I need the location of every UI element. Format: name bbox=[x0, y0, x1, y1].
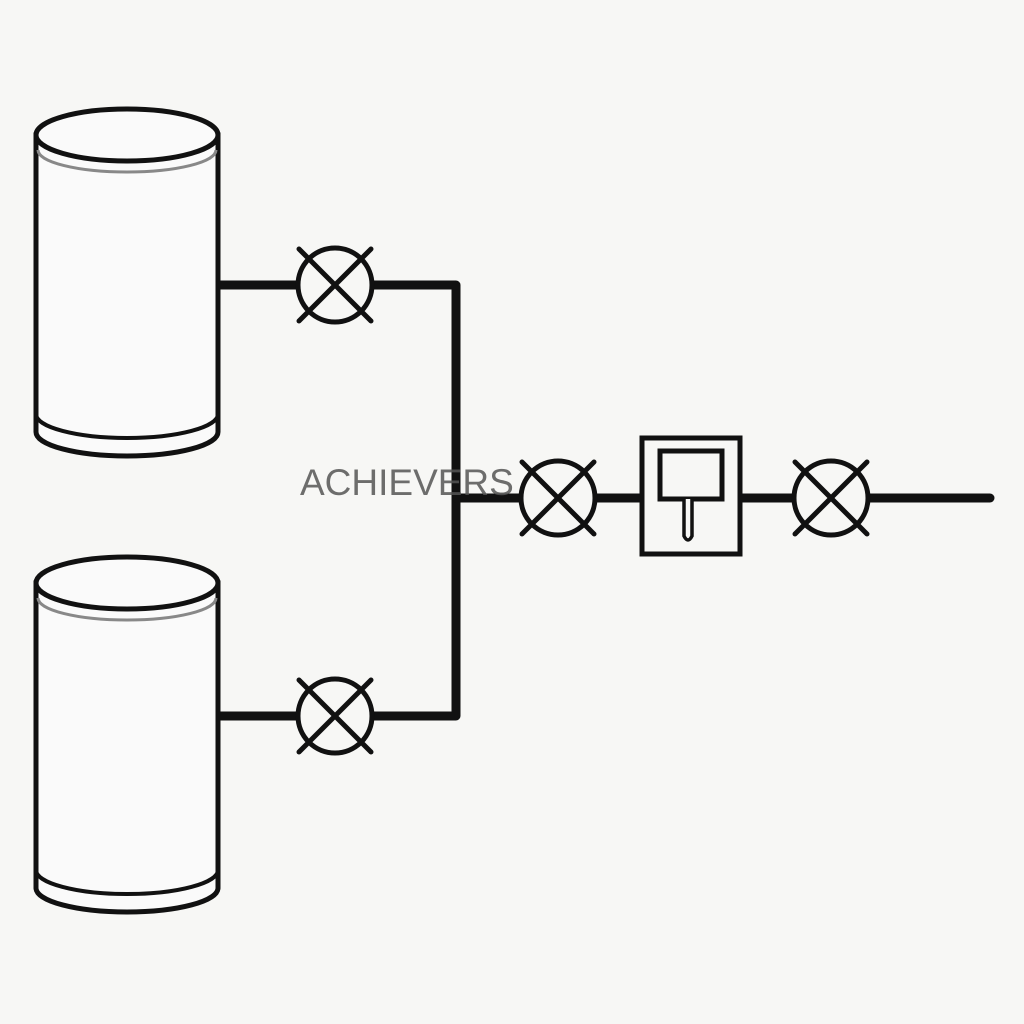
valve-icon bbox=[295, 245, 375, 325]
valve-2 bbox=[295, 676, 375, 756]
tank-1-body bbox=[33, 132, 221, 459]
valve-icon bbox=[791, 458, 871, 538]
tank-2-top-rim bbox=[36, 597, 218, 622]
tank-2-bottom-band bbox=[34, 869, 220, 896]
meter-1 bbox=[639, 435, 743, 557]
valve-1 bbox=[295, 245, 375, 325]
tank-icon bbox=[33, 554, 221, 915]
valve-4 bbox=[791, 458, 871, 538]
tank-1-bottom-band bbox=[34, 413, 220, 440]
tank-1-top-rim bbox=[36, 149, 218, 174]
valve-icon bbox=[295, 676, 375, 756]
meter-icon bbox=[639, 435, 743, 557]
meter-display bbox=[657, 448, 725, 502]
tank-2-body bbox=[33, 580, 221, 915]
tank-1 bbox=[33, 106, 221, 459]
pipes bbox=[213, 280, 995, 721]
valve-icon bbox=[518, 458, 598, 538]
tank-2 bbox=[33, 554, 221, 915]
tank-1-top bbox=[33, 106, 221, 164]
tank-icon bbox=[33, 106, 221, 459]
meter-probe bbox=[682, 499, 694, 542]
tank-2-top bbox=[33, 554, 221, 612]
pipe-tank1-to-header bbox=[213, 280, 461, 721]
valve-3 bbox=[518, 458, 598, 538]
